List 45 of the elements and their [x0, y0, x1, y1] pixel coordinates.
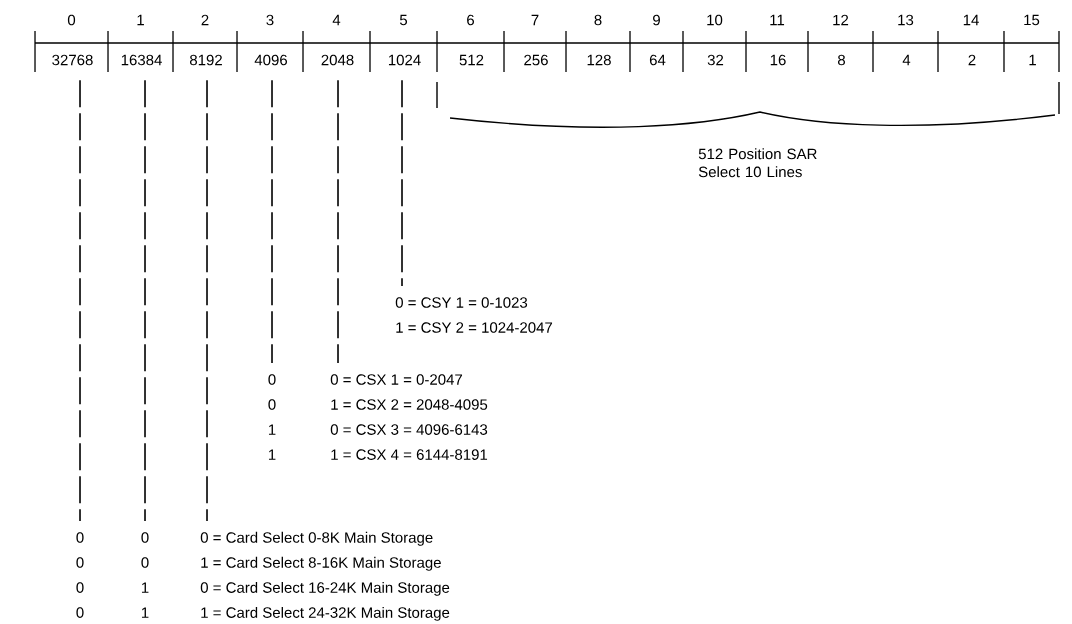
leader-line	[144, 79, 146, 522]
bit-weight: 4096	[254, 54, 288, 66]
bit-weight: 64	[649, 54, 666, 66]
leader-line	[206, 79, 208, 522]
bit-number: 0	[67, 14, 76, 26]
bit-number: 14	[963, 14, 979, 26]
value-legend: 0 = Card Select 0-8K Main Storage 1 = Card Select 8-16K Main Storage 0 = Card Select 16-24K Main Storage 1 = Card Select 24-32K Main Storage	[200, 531, 450, 621]
bit-number: 7	[531, 14, 539, 26]
bit-number: 6	[467, 14, 474, 26]
bit-weight: 128	[587, 54, 611, 66]
value-legend: 0 = CSX 1 = 0-2047 1 = CSX 2 = 2048-4095 0 = CSX 3 = 4096-6143 1 = CSX 4 = 6144-8191	[330, 374, 488, 460]
bit-weight: 32	[707, 54, 724, 66]
bit-number: 12	[833, 14, 849, 26]
bit-number: 13	[898, 14, 914, 26]
bit-weight: 2048	[321, 54, 354, 66]
brace-label: 512 Position SAR Select 10 Lines	[698, 148, 817, 178]
bit-weight: 8	[838, 54, 845, 66]
bit-weight: 32768	[52, 54, 93, 66]
bit-number: 1	[137, 14, 144, 26]
bit-weight: 1	[1029, 54, 1036, 66]
bit-weight: 8192	[190, 54, 222, 66]
leader-line	[337, 79, 339, 364]
bit-number: 8	[594, 14, 602, 26]
leader-line	[79, 79, 81, 522]
value-legend: 0 = CSY 1 = 0-1023 1 = CSY 2 = 1024-2047	[395, 297, 553, 333]
bit-number: 4	[332, 14, 341, 26]
bit-weight: 512	[459, 54, 484, 66]
bit-number: 11	[770, 14, 785, 26]
bit-number: 3	[266, 14, 274, 26]
bit-value-column: 0 0 1 1	[141, 532, 149, 618]
bit-value-column: 0 0 0 0	[76, 532, 84, 618]
bit-weight: 1024	[388, 54, 421, 66]
bit-number: 15	[1024, 14, 1040, 26]
leader-line	[401, 79, 403, 287]
bit-weight: 2	[968, 54, 976, 66]
bit-weight: 16	[770, 54, 786, 66]
leader-line	[271, 79, 273, 364]
bit-weight: 256	[524, 54, 548, 66]
bit-number: 2	[201, 14, 209, 26]
bit-number: 5	[399, 14, 408, 26]
bit-weight: 16384	[121, 54, 162, 66]
bit-weight: 4	[902, 54, 911, 66]
bit-number: 10	[707, 14, 723, 26]
bit-value-column: 0 0 1 1	[268, 374, 276, 460]
bit-number: 9	[653, 14, 660, 26]
